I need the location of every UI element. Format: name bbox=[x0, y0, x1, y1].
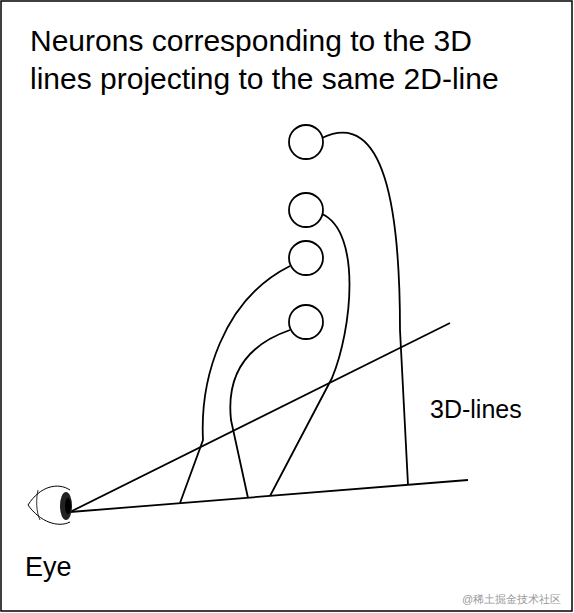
pupil bbox=[65, 498, 71, 514]
neuron-circle bbox=[289, 125, 323, 159]
neuron-line bbox=[270, 214, 350, 496]
neuron-circle bbox=[289, 305, 323, 339]
neuron-line bbox=[230, 330, 290, 498]
title: Neurons corresponding to the 3D lines pr… bbox=[30, 22, 520, 98]
eyelash bbox=[37, 490, 40, 520]
neuron-line bbox=[180, 266, 290, 503]
eye-label: Eye bbox=[25, 552, 72, 583]
neuron-circle bbox=[289, 193, 323, 227]
axis-label: 3D-lines bbox=[430, 395, 522, 424]
eye-icon bbox=[28, 486, 72, 524]
iris bbox=[60, 492, 72, 520]
ray-upper bbox=[70, 323, 450, 512]
neurons bbox=[289, 125, 323, 339]
neuron-line bbox=[322, 133, 408, 485]
watermark: @稀土掘金技术社区 bbox=[462, 592, 561, 607]
neuron-circle bbox=[289, 241, 323, 275]
3d-lines bbox=[180, 133, 408, 503]
